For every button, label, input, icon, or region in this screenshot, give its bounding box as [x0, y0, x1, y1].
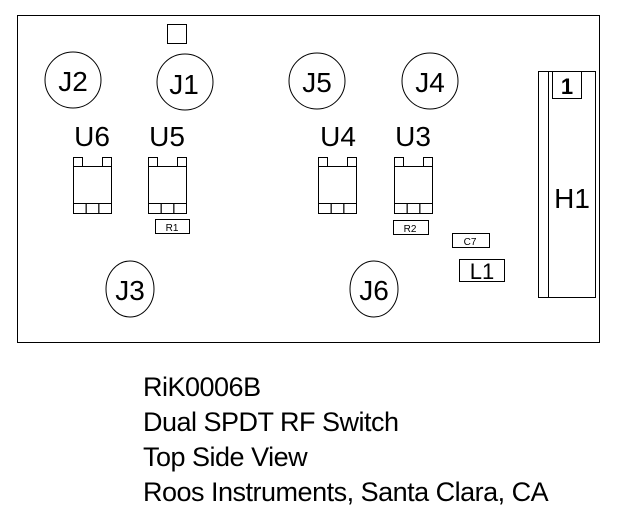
pin1-label: 1: [561, 74, 573, 99]
ic-label-u5: U5: [149, 121, 185, 152]
ic-pad: [73, 157, 83, 167]
ic-pad: [423, 157, 433, 167]
connector-j1: J1: [156, 53, 214, 111]
ic-package-u3: [394, 157, 434, 214]
capacitor-c7: C7: [452, 233, 490, 248]
ic-pad: [102, 157, 112, 167]
passive-label: C7: [464, 237, 477, 248]
resistor-r1: R1: [155, 219, 190, 234]
ic-label-u6: U6: [74, 121, 110, 152]
connector-j6: J6: [349, 260, 399, 318]
passive-label: L1: [470, 259, 494, 284]
ic-pad: [330, 203, 345, 214]
connector-label: J2: [58, 66, 88, 97]
part-number: RiK0006B: [143, 372, 261, 402]
ic-pad: [177, 157, 187, 167]
pin1-marker: [552, 71, 582, 99]
connector-j5: J5: [288, 52, 346, 110]
ic-pad: [98, 203, 113, 214]
ic-pad: [394, 203, 408, 214]
ic-pad: [343, 203, 358, 214]
inductor-l1: L1: [459, 259, 505, 284]
connector-label: J1: [169, 69, 199, 100]
ic-label-u3: U3: [395, 121, 431, 152]
connector-j4: J4: [401, 52, 459, 110]
ic-body: [148, 166, 187, 204]
passive-label: R2: [404, 224, 417, 235]
ic-pad: [160, 203, 175, 214]
resistor-r2: R2: [393, 220, 429, 235]
header-h1: 1 H1: [538, 71, 596, 298]
passive-label: R1: [166, 223, 179, 234]
ic-body: [394, 166, 433, 204]
ic-body: [73, 166, 112, 204]
ic-pad: [318, 203, 332, 214]
ic-package-u6: [73, 157, 113, 214]
ic-pad: [419, 203, 434, 214]
connector-j3: J3: [105, 260, 155, 318]
title-block: RiK0006B Dual SPDT RF Switch Top Side Vi…: [143, 370, 549, 510]
ic-pad: [347, 157, 357, 167]
connector-label: J4: [415, 67, 445, 98]
board-description: Dual SPDT RF Switch: [143, 407, 399, 437]
ic-pad: [85, 203, 100, 214]
ic-pad: [173, 203, 187, 214]
connector-label: J3: [115, 275, 145, 306]
ic-pad: [318, 157, 328, 167]
ic-pad: [394, 157, 404, 167]
test-pad: [167, 24, 187, 44]
ic-pad: [148, 203, 162, 214]
ic-package-u4: [318, 157, 358, 214]
view-label: Top Side View: [143, 442, 308, 472]
ic-body: [318, 166, 357, 204]
connector-label: J5: [302, 67, 332, 98]
ic-label-u4: U4: [320, 121, 356, 152]
ic-pad: [73, 203, 87, 214]
header-label: H1: [554, 183, 590, 214]
ic-package-u5: [148, 157, 187, 214]
ic-pad: [148, 157, 158, 167]
connector-j2: J2: [44, 51, 102, 109]
company-info: Roos Instruments, Santa Clara, CA: [143, 477, 549, 507]
board-outline: [17, 15, 600, 343]
connector-label: J6: [359, 275, 389, 306]
ic-pad: [406, 203, 421, 214]
